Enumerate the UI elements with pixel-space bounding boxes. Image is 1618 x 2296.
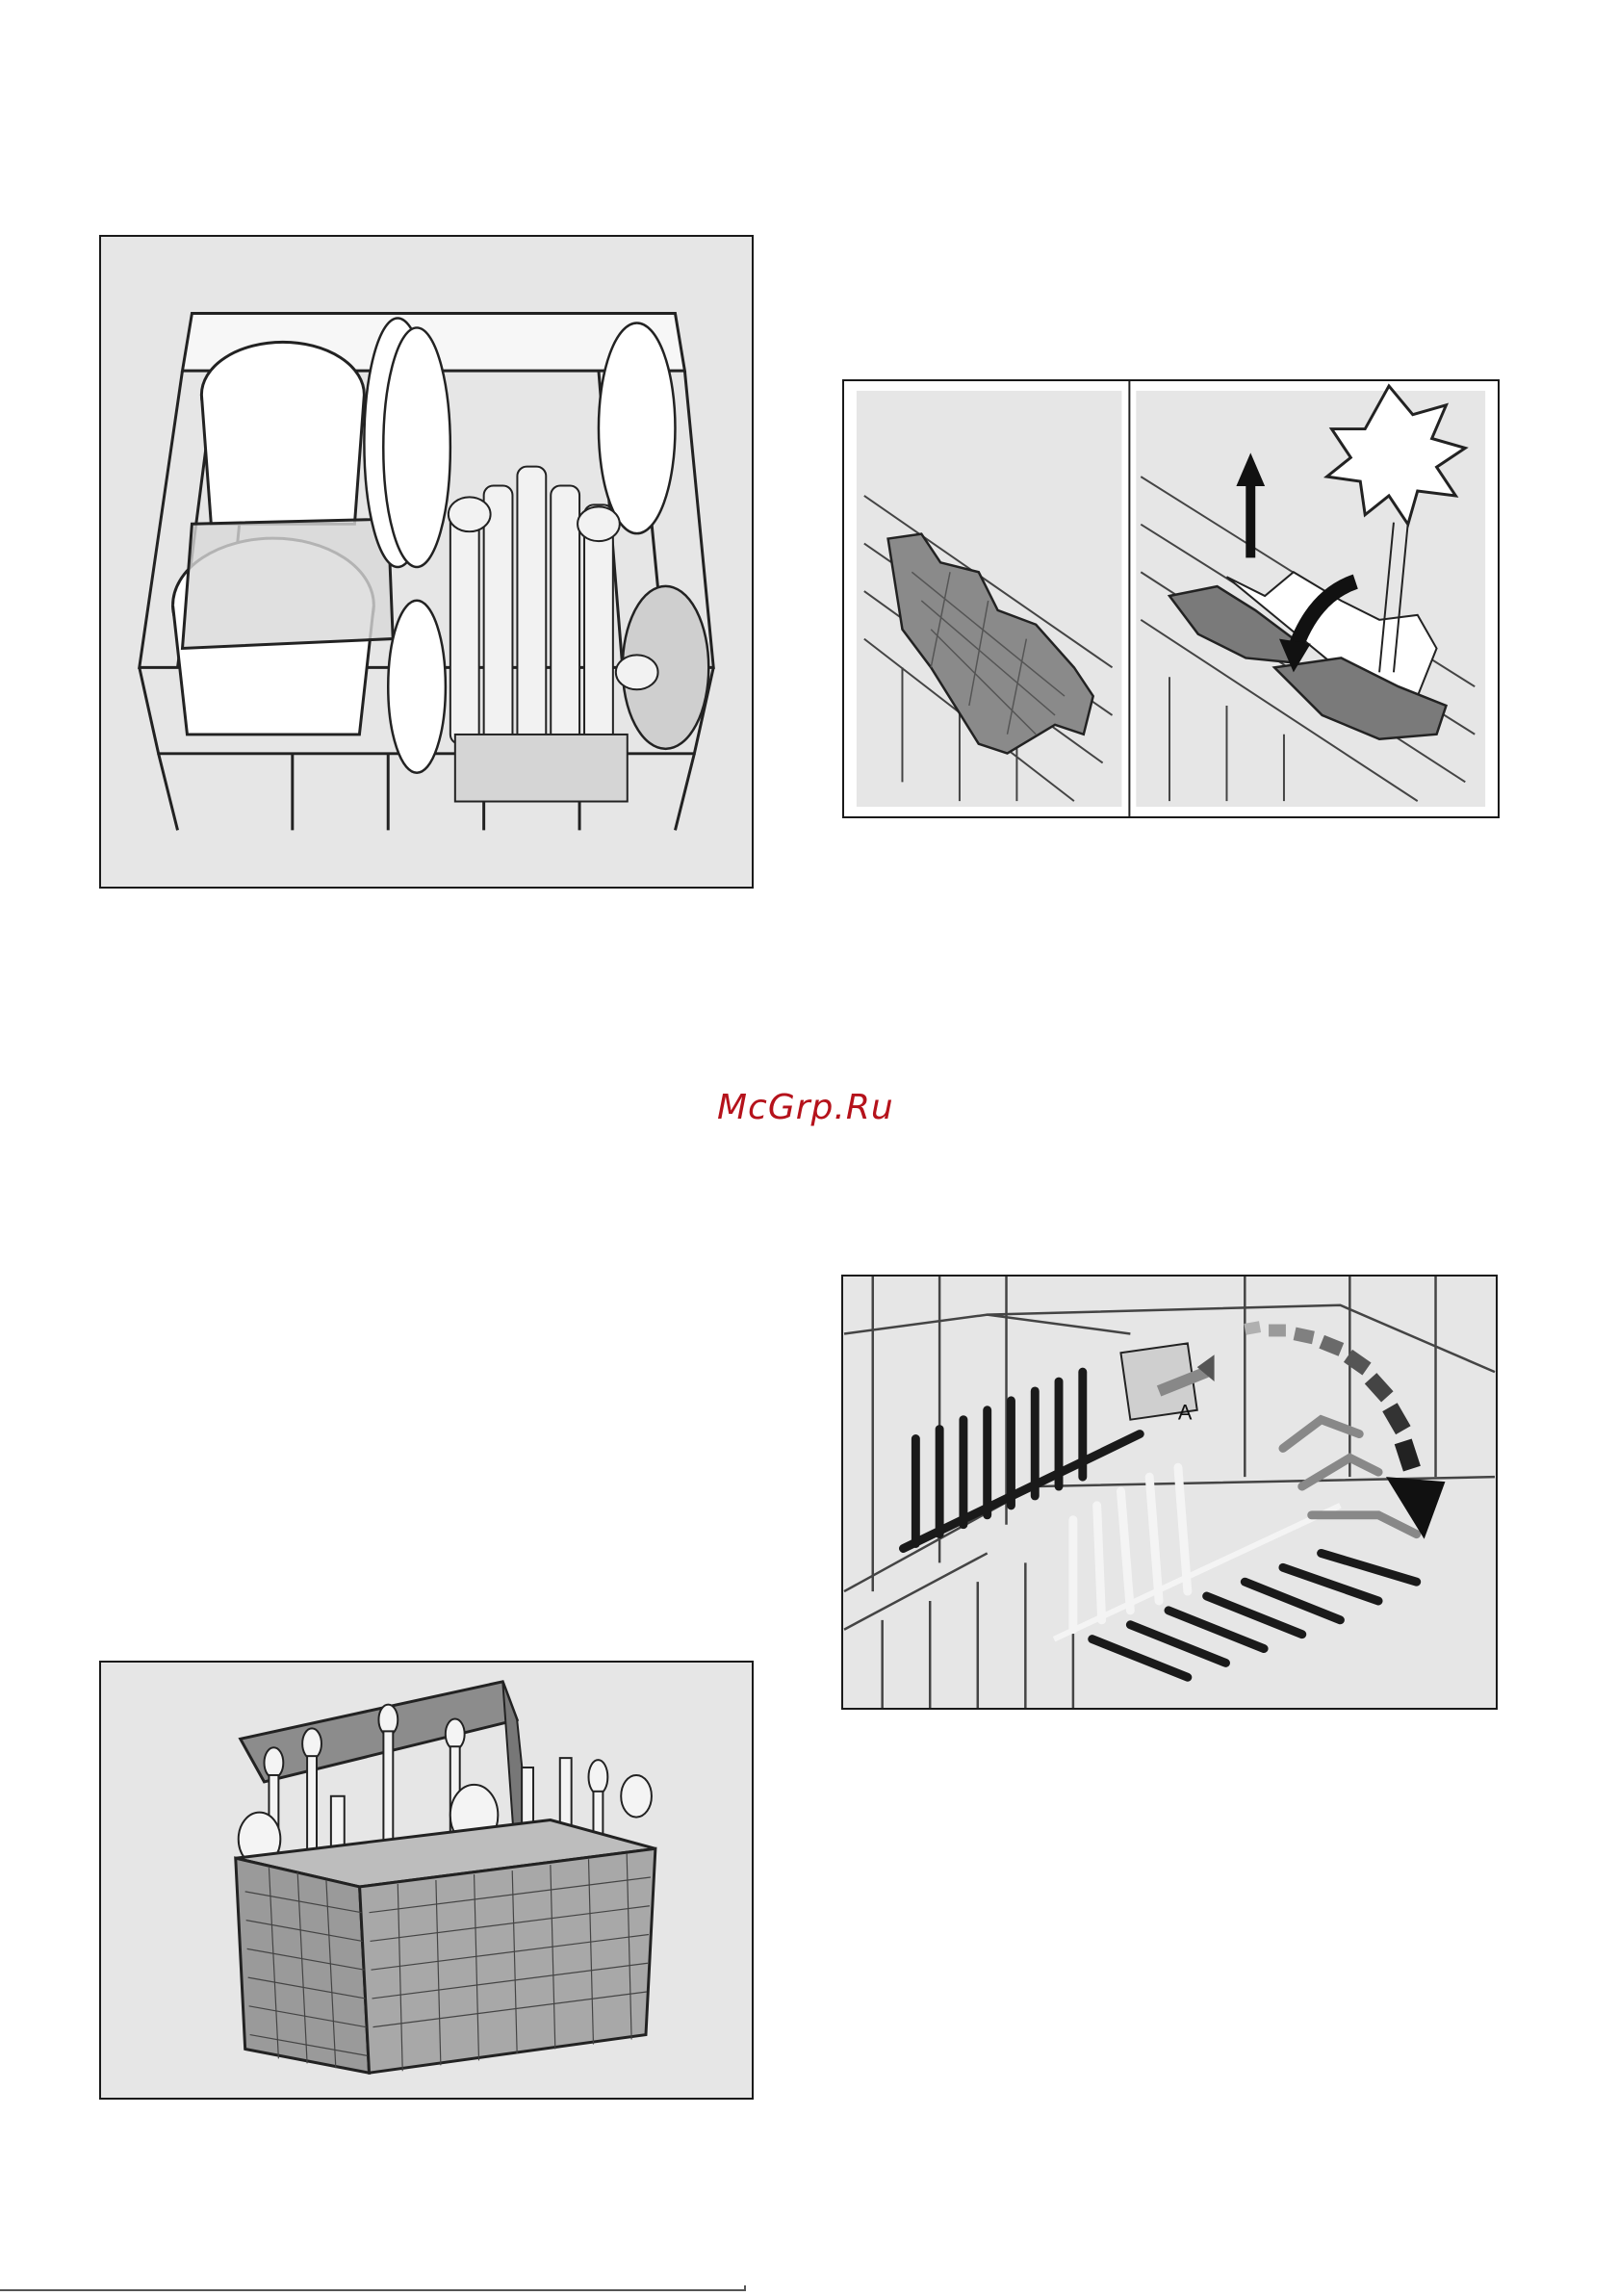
fold-tines-illustration: A (841, 1275, 1498, 1710)
loaded-upper-rack-icon (101, 237, 752, 887)
label-a: A (1178, 1401, 1193, 1425)
cutlery-basket-icon (101, 1663, 752, 2098)
fold-down-tines-icon: A (843, 1277, 1496, 1708)
watermark: McGrp.Ru (717, 1088, 910, 1127)
footer-tick (744, 2285, 746, 2291)
upper-rack-illustration (99, 235, 754, 889)
fold-down-rack-insert-icon (844, 381, 1498, 816)
fold-insert-illustration (842, 379, 1500, 818)
cutlery-basket-illustration (99, 1661, 754, 2100)
footer-rule (0, 2289, 746, 2291)
